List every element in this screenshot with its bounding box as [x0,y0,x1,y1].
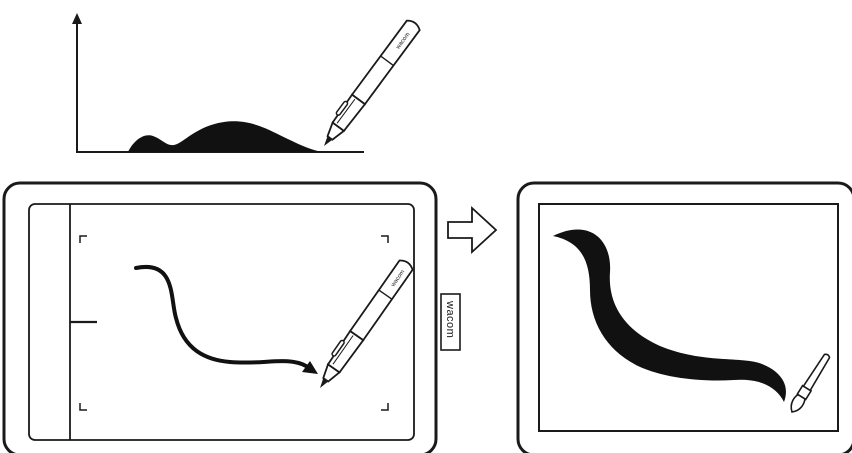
pressure-curve [128,121,322,152]
tablet-brand-label: wacom [444,300,456,338]
pen-graph: wacom [316,17,421,151]
right-arrow-outline-icon [448,208,496,252]
y-axis-arrowhead-icon [72,13,82,24]
pressure-graph [72,13,364,152]
monitor [518,183,852,453]
pen-tablet: wacom [4,183,460,453]
